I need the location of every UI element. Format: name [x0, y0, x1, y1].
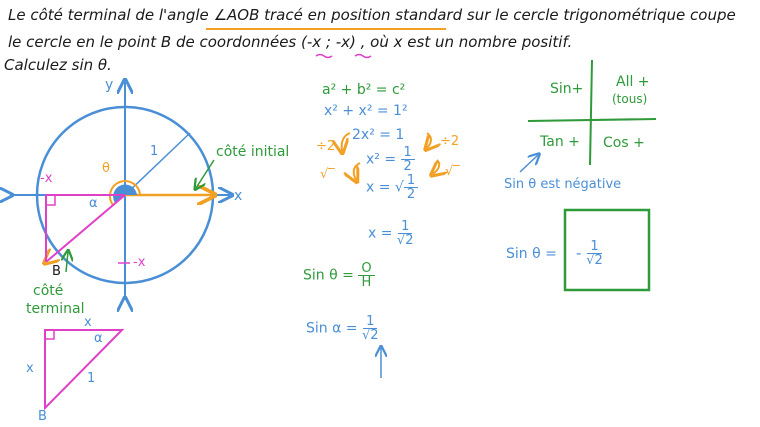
sqrt-arrow-right: [433, 159, 439, 174]
triangle-hyp-label: 1: [87, 371, 96, 386]
step-5-frac: 1√2: [397, 220, 414, 247]
denominator: √2: [396, 233, 414, 248]
alpha-label: α: [89, 196, 98, 211]
sin-alpha-lhs: Sin α =: [306, 320, 358, 337]
small-triangle: [44, 329, 125, 411]
quadrant-horizontal: [527, 118, 657, 122]
answer-lhs: Sin θ =: [506, 246, 557, 262]
x-axis-label: x: [234, 188, 243, 204]
answer-box: [563, 208, 651, 292]
numerator: 1: [587, 240, 602, 254]
sqrt-arrow-left: [354, 162, 361, 180]
numerator: 1: [400, 146, 415, 160]
x-highlight: [315, 53, 372, 59]
quadrant-4-label: Cos +: [603, 135, 645, 151]
numerator: 1: [403, 174, 419, 188]
numerator: 1: [363, 315, 378, 329]
initial-arrow: [196, 159, 215, 188]
step-3-lhs: x² =: [366, 151, 397, 168]
quadrant-2-label: Sin+: [550, 81, 584, 97]
quadrant-vertical: [589, 59, 593, 166]
denominator: 2: [403, 159, 412, 174]
denominator: √2: [361, 328, 379, 343]
divide-left: ÷2: [316, 139, 336, 154]
div-arrow-right: [427, 132, 431, 148]
problem-text: sur le cercle trigonométrique coupe: [466, 6, 736, 24]
problem-line-2: le cercle en le point B de coordonnées (…: [8, 33, 573, 51]
sin-alpha-formula: Sin α = 1√2: [306, 315, 379, 342]
div-arrow-left: [342, 132, 351, 151]
numerator: O: [358, 262, 375, 276]
triangle-left-label: x: [26, 361, 34, 376]
answer-value: - 1√2: [576, 240, 603, 267]
problem-line-1: Le côté terminal de l'angle ∠AOB tracé e…: [8, 8, 736, 23]
step-5: x = 1√2: [368, 220, 413, 247]
triangle-vertex-label: B: [38, 409, 47, 424]
neg-x-top-label: -x: [40, 171, 53, 186]
terminal-arrow: [66, 252, 68, 273]
pythagoras: a² + b² = c²: [322, 82, 406, 98]
denominator: √2: [586, 253, 603, 268]
terminal-side: [46, 194, 126, 262]
step-2: 2x² = 1: [352, 127, 405, 143]
sign-note: Sin θ est négative: [504, 177, 622, 192]
denominator: 2: [406, 187, 416, 202]
problem-line-3: Calculez sin θ.: [4, 56, 112, 74]
step-4-lhs: x = √: [366, 179, 404, 196]
sqrt-left: √‾: [320, 167, 335, 182]
answer-frac: 1√2: [586, 240, 603, 267]
triangle-angle-label: α: [94, 331, 103, 346]
theta-arc: [109, 180, 141, 206]
quadrant-1-sub: (tous): [612, 92, 648, 106]
angle-sector: [113, 184, 137, 203]
triangle-top-label: x: [84, 315, 92, 330]
triangle-right-angle: [45, 330, 55, 340]
quadrant-3-label: Tan +: [540, 134, 580, 150]
problem-highlight: ∠AOB tracé en position standard: [213, 6, 463, 24]
terminal-side-label-1: côté: [33, 283, 64, 299]
problem-text: Le côté terminal de l'angle: [8, 6, 209, 24]
right-angle-mark: [46, 195, 56, 206]
sin-theta-lhs: Sin θ =: [303, 267, 354, 284]
terminal-side-label-2: terminal: [26, 301, 85, 317]
neg-x-side-label: -x: [133, 255, 146, 270]
answer-sign: -: [576, 244, 582, 262]
sin-alpha-frac: 1√2: [362, 315, 379, 342]
divide-right: ÷2: [440, 134, 460, 149]
numerator: 1: [398, 220, 413, 234]
point-b-label: B: [52, 264, 61, 279]
denominator: H: [361, 275, 372, 290]
y-axis-label: y: [105, 77, 114, 93]
quadrant-1-label: All +: [616, 74, 650, 90]
theta-label: θ: [102, 161, 110, 176]
initial-side-label: côté initial: [216, 144, 290, 160]
radius-label: 1: [150, 144, 159, 159]
note-arrow: [519, 155, 538, 173]
step-1: x² + x² = 1²: [324, 103, 408, 119]
step-5-lhs: x =: [368, 225, 393, 242]
sqrt-right: √‾: [445, 164, 460, 179]
